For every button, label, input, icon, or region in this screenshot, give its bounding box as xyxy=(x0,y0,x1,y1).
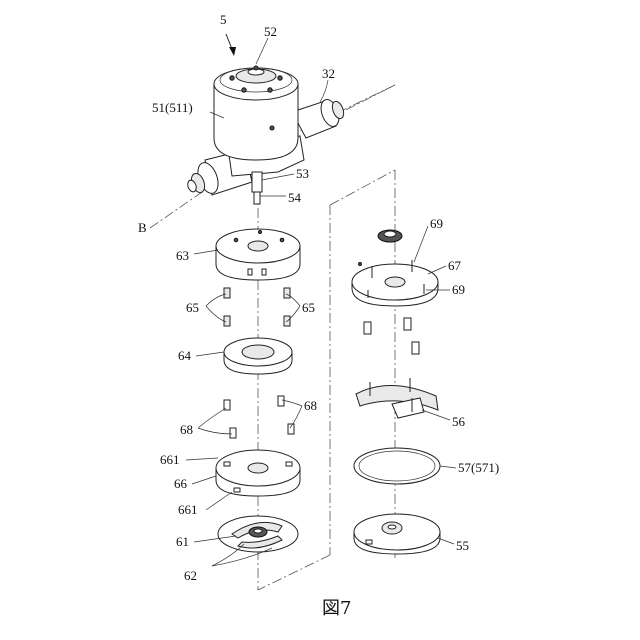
plate-67 xyxy=(352,260,438,306)
label-55: 55 xyxy=(456,538,469,553)
springs-65 xyxy=(224,288,290,326)
label-65-right: 65 xyxy=(302,300,315,315)
ring-57 xyxy=(354,448,440,484)
label-65-left: 65 xyxy=(186,300,199,315)
pins-right xyxy=(364,318,419,354)
plate-66 xyxy=(216,450,300,496)
label-51-511: 51(511) xyxy=(152,100,193,115)
label-57-571: 57(571) xyxy=(458,460,499,475)
label-68-left: 68 xyxy=(180,422,193,437)
label-54: 54 xyxy=(288,190,302,205)
label-56: 56 xyxy=(452,414,466,429)
reference-labels: 5 52 32 51(511) 53 54 B 63 65 65 64 68 6… xyxy=(138,12,499,583)
label-62: 62 xyxy=(184,568,197,583)
label-69-top: 69 xyxy=(430,216,443,231)
disk-55 xyxy=(354,514,440,554)
label-61: 61 xyxy=(176,534,189,549)
label-69-bottom: 69 xyxy=(452,282,465,297)
upper-plate-63 xyxy=(216,229,300,280)
label-32: 32 xyxy=(322,66,335,81)
bracket-56 xyxy=(356,378,438,418)
disk-61 xyxy=(218,516,298,552)
label-661-bottom: 661 xyxy=(178,502,198,517)
label-67: 67 xyxy=(448,258,462,273)
label-63: 63 xyxy=(176,248,189,263)
motor-assembly xyxy=(186,34,346,204)
pins-68 xyxy=(224,396,294,438)
label-68-right: 68 xyxy=(304,398,317,413)
label-64: 64 xyxy=(178,348,192,363)
bearing xyxy=(378,230,402,242)
label-53: 53 xyxy=(296,166,309,181)
ring-64 xyxy=(224,338,292,374)
label-52: 52 xyxy=(264,24,277,39)
shaft-housing-32 xyxy=(292,97,346,138)
figure-caption: 図7 xyxy=(322,598,351,619)
label-661-top: 661 xyxy=(160,452,180,467)
label-B: B xyxy=(138,220,147,235)
label-66: 66 xyxy=(174,476,188,491)
label-5: 5 xyxy=(220,12,227,27)
